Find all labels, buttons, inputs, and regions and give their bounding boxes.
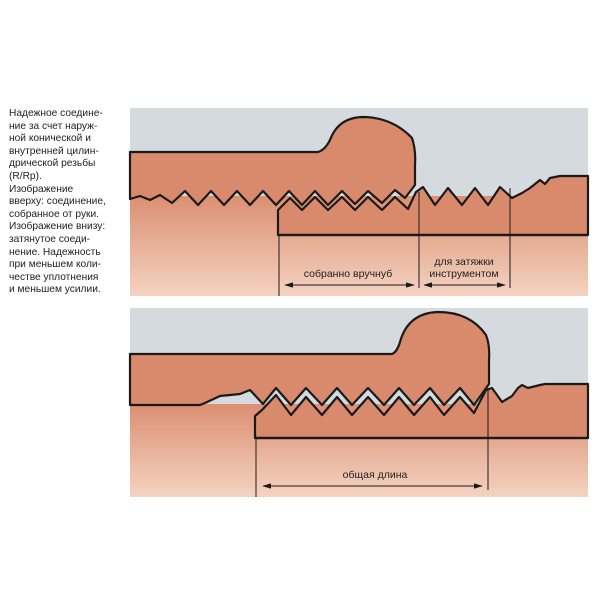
caption-line: затянутое соеди- [9, 233, 91, 245]
bottom-sleeve [128, 310, 491, 407]
caption-line: ной конической и [9, 133, 91, 145]
caption-line: нение. Надежность [9, 246, 101, 258]
caption-text: Надежное соедине-ние за счет наруж-ной к… [9, 108, 134, 297]
caption-line: честве уплотнения [9, 271, 99, 283]
caption-line: Изображение [9, 183, 74, 195]
caption-line: ние за счет наруж- [9, 120, 98, 132]
caption-line: Изображение внизу: [9, 221, 106, 233]
caption-line: собранное от руки. [9, 208, 100, 220]
bottom-male-pipe [253, 382, 590, 440]
label-tool-1: для затяжки [434, 256, 493, 268]
top-sleeve [128, 115, 417, 207]
label-hand-assembled: собранно вручнуб [304, 268, 392, 280]
bottom-diagram: общая длина [128, 308, 590, 497]
caption-line: вверху: соединение, [9, 196, 106, 208]
caption-line: при меньшем коли- [9, 259, 102, 271]
label-total-length: общая длина [343, 469, 408, 481]
caption-line: внутренней цилин- [9, 145, 99, 157]
label-tool-2: инструментом [429, 268, 498, 280]
caption-line: и меньшем усилии. [9, 284, 101, 296]
top-diagram: собранно вручнуб для затяжки инструменто… [128, 108, 590, 296]
caption-line: дрической резьбы [9, 158, 96, 170]
caption-line: Надежное соедине- [9, 108, 103, 119]
caption-line: (R/Rp). [9, 170, 42, 182]
